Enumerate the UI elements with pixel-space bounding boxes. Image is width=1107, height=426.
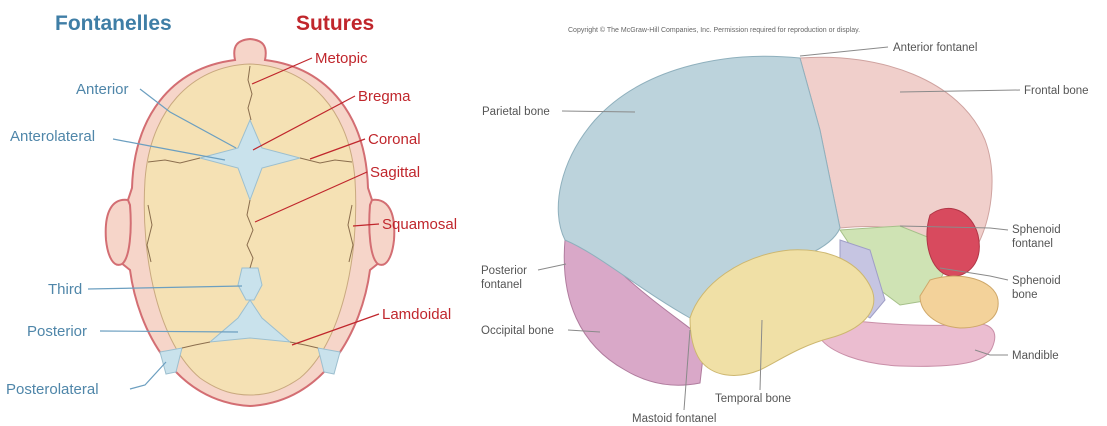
label-mastoid-fontanel: Mastoid fontanel (632, 413, 716, 425)
copyright-notice: Copyright © The McGraw-Hill Companies, I… (568, 26, 860, 34)
skull-bone-area (144, 64, 356, 395)
left-ear (106, 200, 131, 265)
label-sagittal: Sagittal (370, 164, 420, 181)
label-sphenoid-fontanel-1: Sphenoid (1012, 224, 1061, 236)
lateral-view-skull: Copyright © The McGraw-Hill Companies, I… (481, 26, 1089, 425)
fontanelles-title: Fontanelles (55, 12, 172, 35)
sutures-title: Sutures (296, 12, 374, 35)
leader-anterior-fontanel (800, 47, 888, 56)
label-lamdoidal: Lamdoidal (382, 306, 451, 323)
maxilla (920, 276, 998, 328)
label-posterior-fontanel-1: Posterior (481, 265, 527, 277)
label-sphenoid-bone-2: bone (1012, 289, 1038, 301)
label-coronal: Coronal (368, 131, 421, 148)
label-metopic: Metopic (315, 50, 368, 67)
leader-posterior-fontanel (538, 264, 566, 270)
label-mandible: Mandible (1012, 350, 1059, 362)
label-posterolateral: Posterolateral (6, 381, 99, 398)
label-anterior-fontanel: Anterior fontanel (893, 42, 977, 54)
top-view-skull: Fontanelles Sutures Anterior Anterolater… (6, 12, 457, 406)
leader-posterolateral (130, 362, 166, 389)
label-occipital-bone: Occipital bone (481, 325, 554, 337)
label-posterior-fontanel-2: fontanel (481, 279, 522, 291)
label-posterior: Posterior (27, 323, 87, 340)
label-bregma: Bregma (358, 88, 411, 105)
label-sphenoid-fontanel-2: fontanel (1012, 238, 1053, 250)
label-parietal-bone: Parietal bone (482, 106, 550, 118)
label-frontal-bone: Frontal bone (1024, 85, 1089, 97)
label-third: Third (48, 281, 82, 298)
label-anterior: Anterior (76, 81, 129, 98)
label-temporal-bone: Temporal bone (715, 393, 791, 405)
label-squamosal: Squamosal (382, 216, 457, 233)
label-anterolateral: Anterolateral (10, 128, 95, 145)
label-sphenoid-bone-1: Sphenoid (1012, 275, 1061, 287)
